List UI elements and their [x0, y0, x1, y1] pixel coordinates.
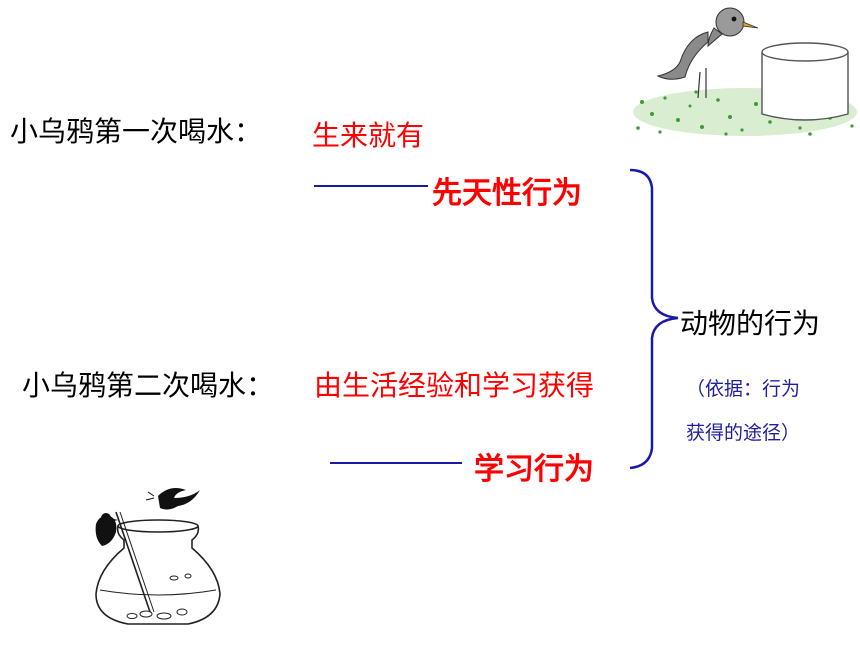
first-connector-line — [314, 185, 428, 187]
second-drink-label: 小乌鸦第二次喝水： — [22, 369, 275, 402]
learned-behavior-label: 学习行为 — [474, 452, 594, 487]
animal-behavior-title: 动物的行为 — [680, 307, 821, 340]
basis-note-line1: （依据：行为 — [686, 378, 801, 400]
first-drink-label: 小乌鸦第一次喝水： — [10, 115, 263, 148]
second-connector-line — [330, 462, 462, 464]
bird-on-grass-illustration — [633, 7, 857, 136]
second-drink-answer: 由生活经验和学习获得 — [314, 369, 595, 402]
innate-behavior-label: 先天性行为 — [432, 176, 582, 211]
crow-pitcher-illustration — [95, 488, 221, 625]
curly-brace — [629, 168, 679, 470]
first-drink-answer: 生来就有 — [312, 119, 425, 152]
basis-note-line2: 获得的途径） — [686, 422, 801, 444]
